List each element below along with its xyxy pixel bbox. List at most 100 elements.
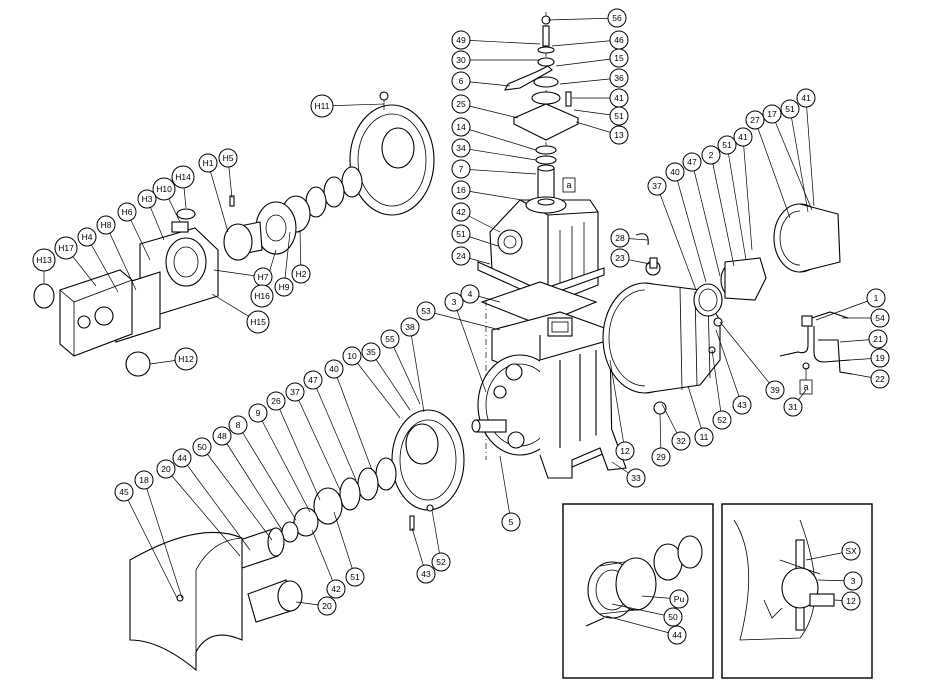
callout-text: 24 [456, 251, 466, 261]
callout-18: 18 [134, 470, 154, 490]
leader-line-34 [460, 147, 537, 161]
callout-text: 6 [459, 76, 464, 86]
callout-56: 56 [607, 8, 627, 28]
callout-circle [303, 370, 323, 390]
callout-Pu: Pu [669, 589, 689, 609]
callout-text: 52 [717, 415, 727, 425]
leader-line-53 [425, 310, 501, 331]
callout-35: 35 [361, 342, 381, 362]
callout-48: 48 [212, 426, 232, 446]
callout-47b: 47 [682, 152, 702, 172]
right-cover [602, 203, 841, 415]
leader-line-8 [237, 424, 297, 521]
callout-circle [701, 145, 721, 165]
callout-text: H3 [142, 194, 153, 204]
callout-circle [54, 236, 78, 260]
callout-circle [745, 110, 765, 130]
leader-line-H4 [86, 236, 119, 293]
callout-text: 36 [614, 73, 624, 83]
callout-text: 23 [615, 253, 625, 263]
callout-circle [682, 152, 702, 172]
callout-text: 12 [620, 446, 630, 456]
callout-circle [172, 448, 192, 468]
leader-line-50a [201, 446, 273, 541]
callout-text: 1 [874, 293, 879, 303]
callout-circle [310, 94, 334, 118]
callout-text: SX [845, 546, 857, 556]
callout-text: 41 [738, 132, 748, 142]
leader-line-52b [711, 349, 723, 421]
callout-text: 5 [509, 517, 514, 527]
callout-text: 14 [456, 122, 466, 132]
callout-circle [250, 284, 274, 308]
callout-text: 7 [459, 164, 464, 174]
callout-3b: 3 [843, 571, 863, 591]
callout-text: 12 [846, 596, 856, 606]
callout-27: 27 [745, 110, 765, 130]
callout-49: 49 [451, 30, 471, 50]
callout-circle [400, 317, 420, 337]
callout-text: 52 [436, 557, 446, 567]
leader-line-2 [710, 154, 735, 267]
callout-text: H16 [254, 291, 270, 301]
callout-29: 29 [651, 447, 671, 467]
callout-text: 54 [875, 313, 885, 323]
callout-7: 7 [451, 159, 471, 179]
callout-circle [317, 596, 337, 616]
tag-a-top: a [562, 177, 576, 193]
callout-text: 41 [801, 93, 811, 103]
callout-circle [870, 348, 890, 368]
callout-text: H6 [122, 207, 133, 217]
callout-12b: 12 [841, 591, 861, 611]
callout-circle [451, 159, 471, 179]
leader-line-43b [715, 329, 743, 406]
callout-circle [114, 482, 134, 502]
callout-circle [651, 447, 671, 467]
callout-3a: 3 [444, 292, 464, 312]
leader-line-16 [460, 189, 523, 201]
callout-circle [174, 347, 198, 371]
callout-circle [460, 284, 480, 304]
callout-circle [134, 470, 154, 490]
callout-text: H11 [315, 101, 330, 111]
callout-SX: SX [841, 541, 861, 561]
callout-24: 24 [451, 246, 471, 266]
callout-26: 26 [266, 391, 286, 411]
leader-line-37b [656, 185, 697, 291]
callout-text: 49 [456, 35, 466, 45]
callout-H9: H9 [274, 277, 294, 297]
leader-line-44b [605, 615, 678, 636]
callout-H12: H12 [174, 347, 198, 371]
callout-41b: 41 [733, 127, 753, 147]
callout-text: 13 [614, 130, 624, 140]
callout-37b: 37 [647, 176, 667, 196]
callout-circle [451, 50, 471, 70]
callout-text: 30 [456, 55, 466, 65]
callout-H2: H2 [291, 264, 311, 284]
leader-line-38 [409, 326, 425, 413]
callout-circle [610, 228, 630, 248]
callout-37a: 37 [285, 382, 305, 402]
callout-text: 51 [614, 111, 624, 121]
callout-text: 46 [614, 35, 624, 45]
callout-circle [228, 415, 248, 435]
callout-circle [451, 94, 471, 114]
callout-text: 43 [737, 400, 747, 410]
callout-circle [342, 346, 362, 366]
callout-circle [609, 106, 629, 126]
callout-circle [451, 138, 471, 158]
inset-pulley-panel [562, 503, 714, 679]
callout-text: Pu [674, 594, 685, 604]
svg-text:a: a [566, 180, 571, 190]
callout-circle [615, 441, 635, 461]
callout-circle [117, 202, 137, 222]
callout-circle [868, 329, 888, 349]
callout-H3: H3 [137, 189, 157, 209]
callout-circle [246, 310, 270, 334]
callout-23: 23 [610, 248, 630, 268]
leader-line-17 [771, 113, 813, 211]
leader-line-10 [351, 355, 401, 419]
callout-text: H2 [296, 269, 307, 279]
callout-51c: 51 [345, 567, 365, 587]
callout-28: 28 [610, 228, 630, 248]
